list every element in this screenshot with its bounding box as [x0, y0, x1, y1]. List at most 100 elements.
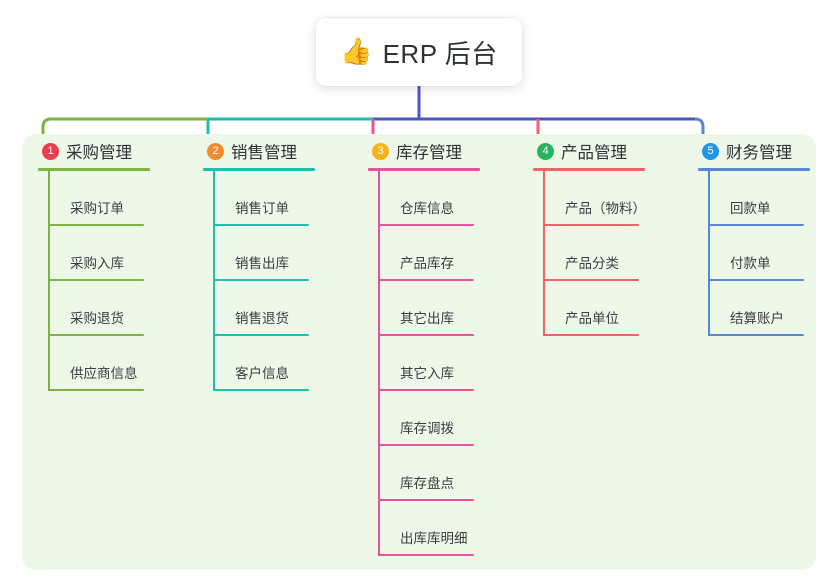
leaf-item[interactable]: 回款单 [708, 171, 810, 226]
leaf-item[interactable]: 销售订单 [213, 171, 315, 226]
leaf-item-label: 产品（物料） [565, 201, 646, 216]
leaf-item-underline [378, 334, 474, 336]
leaf-item[interactable]: 其它出库 [378, 281, 480, 336]
leaf-item-label: 销售订单 [235, 201, 289, 216]
leaf-item[interactable]: 产品分类 [543, 226, 645, 281]
leaf-item-underline [543, 279, 639, 281]
branch-trunk-3 [378, 171, 380, 556]
leaf-item[interactable]: 产品（物料） [543, 171, 646, 226]
thumbs-up-icon: 👍 [340, 37, 373, 67]
branch-header-3[interactable]: 3 库存管理 [360, 134, 480, 168]
leaf-item[interactable]: 库存盘点 [378, 446, 480, 501]
leaf-item-label: 库存盘点 [400, 476, 454, 491]
leaf-item-underline [48, 279, 144, 281]
leaf-item-underline [543, 224, 639, 226]
leaf-item-underline [213, 224, 309, 226]
leaf-item-label: 其它出库 [400, 311, 454, 326]
root-node-card[interactable]: 👍 ERP 后台 [316, 18, 522, 86]
branch-column-4: 4 产品管理产品（物料） 产品分类产品单位 [525, 134, 646, 336]
leaf-item-label: 产品单位 [565, 311, 619, 326]
leaf-item[interactable]: 采购订单 [48, 171, 150, 226]
leaf-item-label: 采购退货 [70, 311, 124, 326]
branch-header-5[interactable]: 5 财务管理 [690, 134, 810, 168]
leaf-item-label: 销售出库 [235, 256, 289, 271]
leaf-item-underline [378, 444, 474, 446]
leaf-item-label: 产品库存 [400, 256, 454, 271]
branch-column-5: 5 财务管理回款单付款单结算账户 [690, 134, 810, 336]
branch-underline-4 [533, 168, 645, 171]
leaf-item-underline [708, 334, 804, 336]
branch-items-4: 产品（物料） 产品分类产品单位 [543, 171, 646, 336]
leaf-item-underline [48, 334, 144, 336]
branch-badge-5: 5 [702, 142, 719, 160]
leaf-item-label: 客户信息 [235, 366, 289, 381]
leaf-item-label: 供应商信息 [70, 366, 138, 381]
leaf-item-underline [708, 279, 804, 281]
branch-badge-1: 1 [42, 142, 59, 160]
leaf-item-underline [48, 389, 144, 391]
leaf-item-label: 回款单 [730, 201, 771, 216]
branch-badge-3: 3 [372, 142, 389, 160]
leaf-item-label: 销售退货 [235, 311, 289, 326]
leaf-item-label: 付款单 [730, 256, 771, 271]
leaf-item-underline [708, 224, 804, 226]
leaf-item-underline [543, 334, 639, 336]
leaf-item[interactable]: 销售退货 [213, 281, 315, 336]
branch-underline-5 [698, 168, 810, 171]
branch-items-5: 回款单付款单结算账户 [708, 171, 810, 336]
branch-underline-3 [368, 168, 480, 171]
leaf-item-underline [378, 389, 474, 391]
branch-title-2: 销售管理 [231, 144, 297, 162]
leaf-item-underline [378, 224, 474, 226]
branch-trunk-5 [708, 171, 710, 336]
leaf-item-underline [48, 224, 144, 226]
leaf-item[interactable]: 付款单 [708, 226, 810, 281]
branch-header-4[interactable]: 4 产品管理 [525, 134, 645, 168]
leaf-item[interactable]: 供应商信息 [48, 336, 150, 391]
leaf-item[interactable]: 销售出库 [213, 226, 315, 281]
leaf-item[interactable]: 客户信息 [213, 336, 315, 391]
branch-items-1: 采购订单采购入库采购退货供应商信息 [48, 171, 150, 391]
branch-column-1: 1 采购管理采购订单采购入库采购退货供应商信息 [30, 134, 150, 391]
leaf-item[interactable]: 产品单位 [543, 281, 645, 336]
leaf-item-underline [213, 334, 309, 336]
branch-title-1: 采购管理 [66, 144, 132, 162]
branch-trunk-1 [48, 171, 50, 391]
branch-panel [22, 134, 816, 570]
leaf-item-underline [378, 279, 474, 281]
leaf-item-label: 采购入库 [70, 256, 124, 271]
branch-trunk-4 [543, 171, 545, 336]
leaf-item-label: 其它入库 [400, 366, 454, 381]
root-title-text: ERP 后台 [382, 38, 498, 69]
leaf-item-label: 结算账户 [730, 311, 784, 326]
branch-badge-4: 4 [537, 142, 554, 160]
leaf-item-label: 库存调拨 [400, 421, 454, 436]
leaf-item[interactable]: 结算账户 [708, 281, 810, 336]
branch-underline-2 [203, 168, 315, 171]
branch-underline-1 [38, 168, 150, 171]
branch-title-4: 产品管理 [561, 144, 627, 162]
leaf-item[interactable]: 采购入库 [48, 226, 150, 281]
branch-header-1[interactable]: 1 采购管理 [30, 134, 150, 168]
leaf-item[interactable]: 出库库明细 [378, 501, 480, 556]
branch-items-3: 仓库信息产品库存其它出库其它入库库存调拨库存盘点出库库明细 [378, 171, 480, 556]
branch-title-5: 财务管理 [726, 144, 792, 162]
leaf-item-label: 采购订单 [70, 201, 124, 216]
leaf-item-label: 仓库信息 [400, 201, 454, 216]
leaf-item[interactable]: 产品库存 [378, 226, 480, 281]
leaf-item-underline [213, 279, 309, 281]
leaf-item[interactable]: 采购退货 [48, 281, 150, 336]
leaf-item-label: 出库库明细 [400, 531, 468, 546]
leaf-item-label: 产品分类 [565, 256, 619, 271]
branch-title-3: 库存管理 [396, 144, 462, 162]
leaf-item[interactable]: 其它入库 [378, 336, 480, 391]
leaf-item[interactable]: 仓库信息 [378, 171, 480, 226]
leaf-item-underline [378, 554, 474, 556]
branch-trunk-2 [213, 171, 215, 391]
leaf-item-underline [378, 499, 474, 501]
leaf-item[interactable]: 库存调拨 [378, 391, 480, 446]
branch-items-2: 销售订单销售出库销售退货客户信息 [213, 171, 315, 391]
